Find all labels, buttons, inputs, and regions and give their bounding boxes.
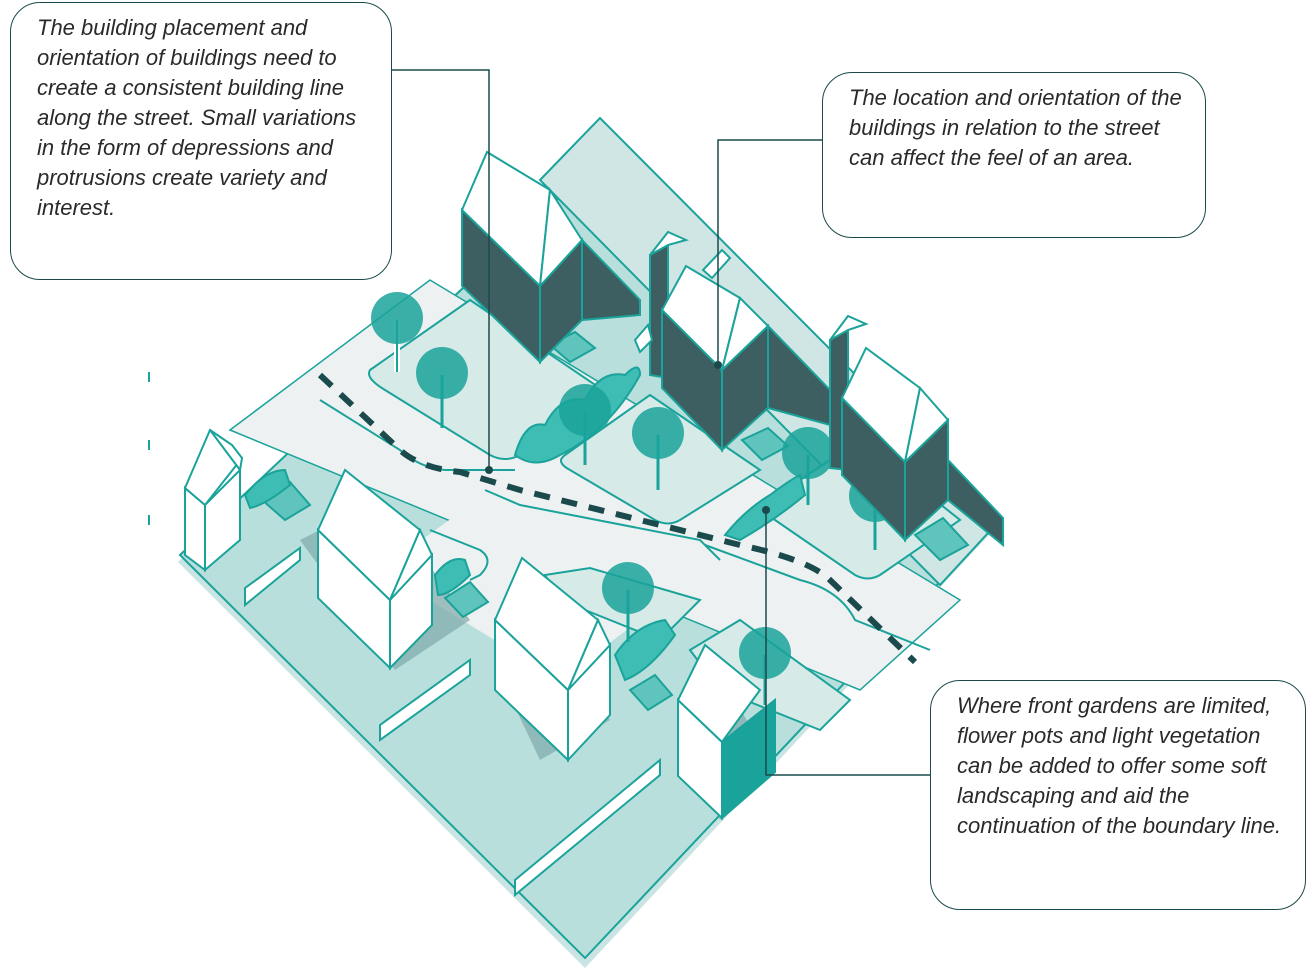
leader-dot bbox=[714, 361, 722, 369]
building-dark-1 bbox=[460, 150, 641, 365]
boundary-line bbox=[317, 372, 918, 665]
garden-plot bbox=[560, 393, 762, 525]
curb-line bbox=[484, 489, 721, 561]
small-structure bbox=[633, 322, 654, 354]
tree bbox=[739, 627, 791, 705]
callout-building-line: The building placement and orientation o… bbox=[10, 2, 392, 280]
tree bbox=[632, 407, 684, 490]
callout-orientation: The location and orientation of the buil… bbox=[822, 72, 1206, 238]
tree bbox=[782, 427, 834, 505]
building-dark-3 bbox=[829, 314, 1004, 548]
building-white-1 bbox=[183, 428, 244, 573]
building-white-2 bbox=[316, 468, 434, 671]
parked-cars bbox=[260, 330, 970, 712]
curb-line bbox=[319, 399, 515, 471]
trees bbox=[371, 292, 901, 705]
boundary-wall bbox=[514, 757, 661, 898]
building-white-4 bbox=[676, 643, 776, 821]
tree bbox=[371, 292, 423, 372]
leader-dot bbox=[762, 506, 770, 514]
leader-line-front-gardens bbox=[765, 510, 930, 776]
curb-line bbox=[704, 544, 931, 651]
building-dark-2 bbox=[649, 230, 831, 453]
curb-line bbox=[429, 529, 489, 581]
boundary-wall bbox=[244, 546, 301, 608]
building-white-3 bbox=[493, 556, 612, 763]
tree bbox=[559, 384, 611, 465]
boundary-wall bbox=[379, 658, 471, 742]
callout-front-gardens: Where front gardens are limited, flower … bbox=[930, 680, 1306, 910]
leader-dot bbox=[485, 466, 493, 474]
leader-line-building-line bbox=[392, 69, 490, 470]
tree bbox=[602, 562, 654, 642]
leader-line-orientation bbox=[717, 139, 822, 365]
tree bbox=[416, 347, 468, 428]
small-structure bbox=[701, 248, 732, 280]
